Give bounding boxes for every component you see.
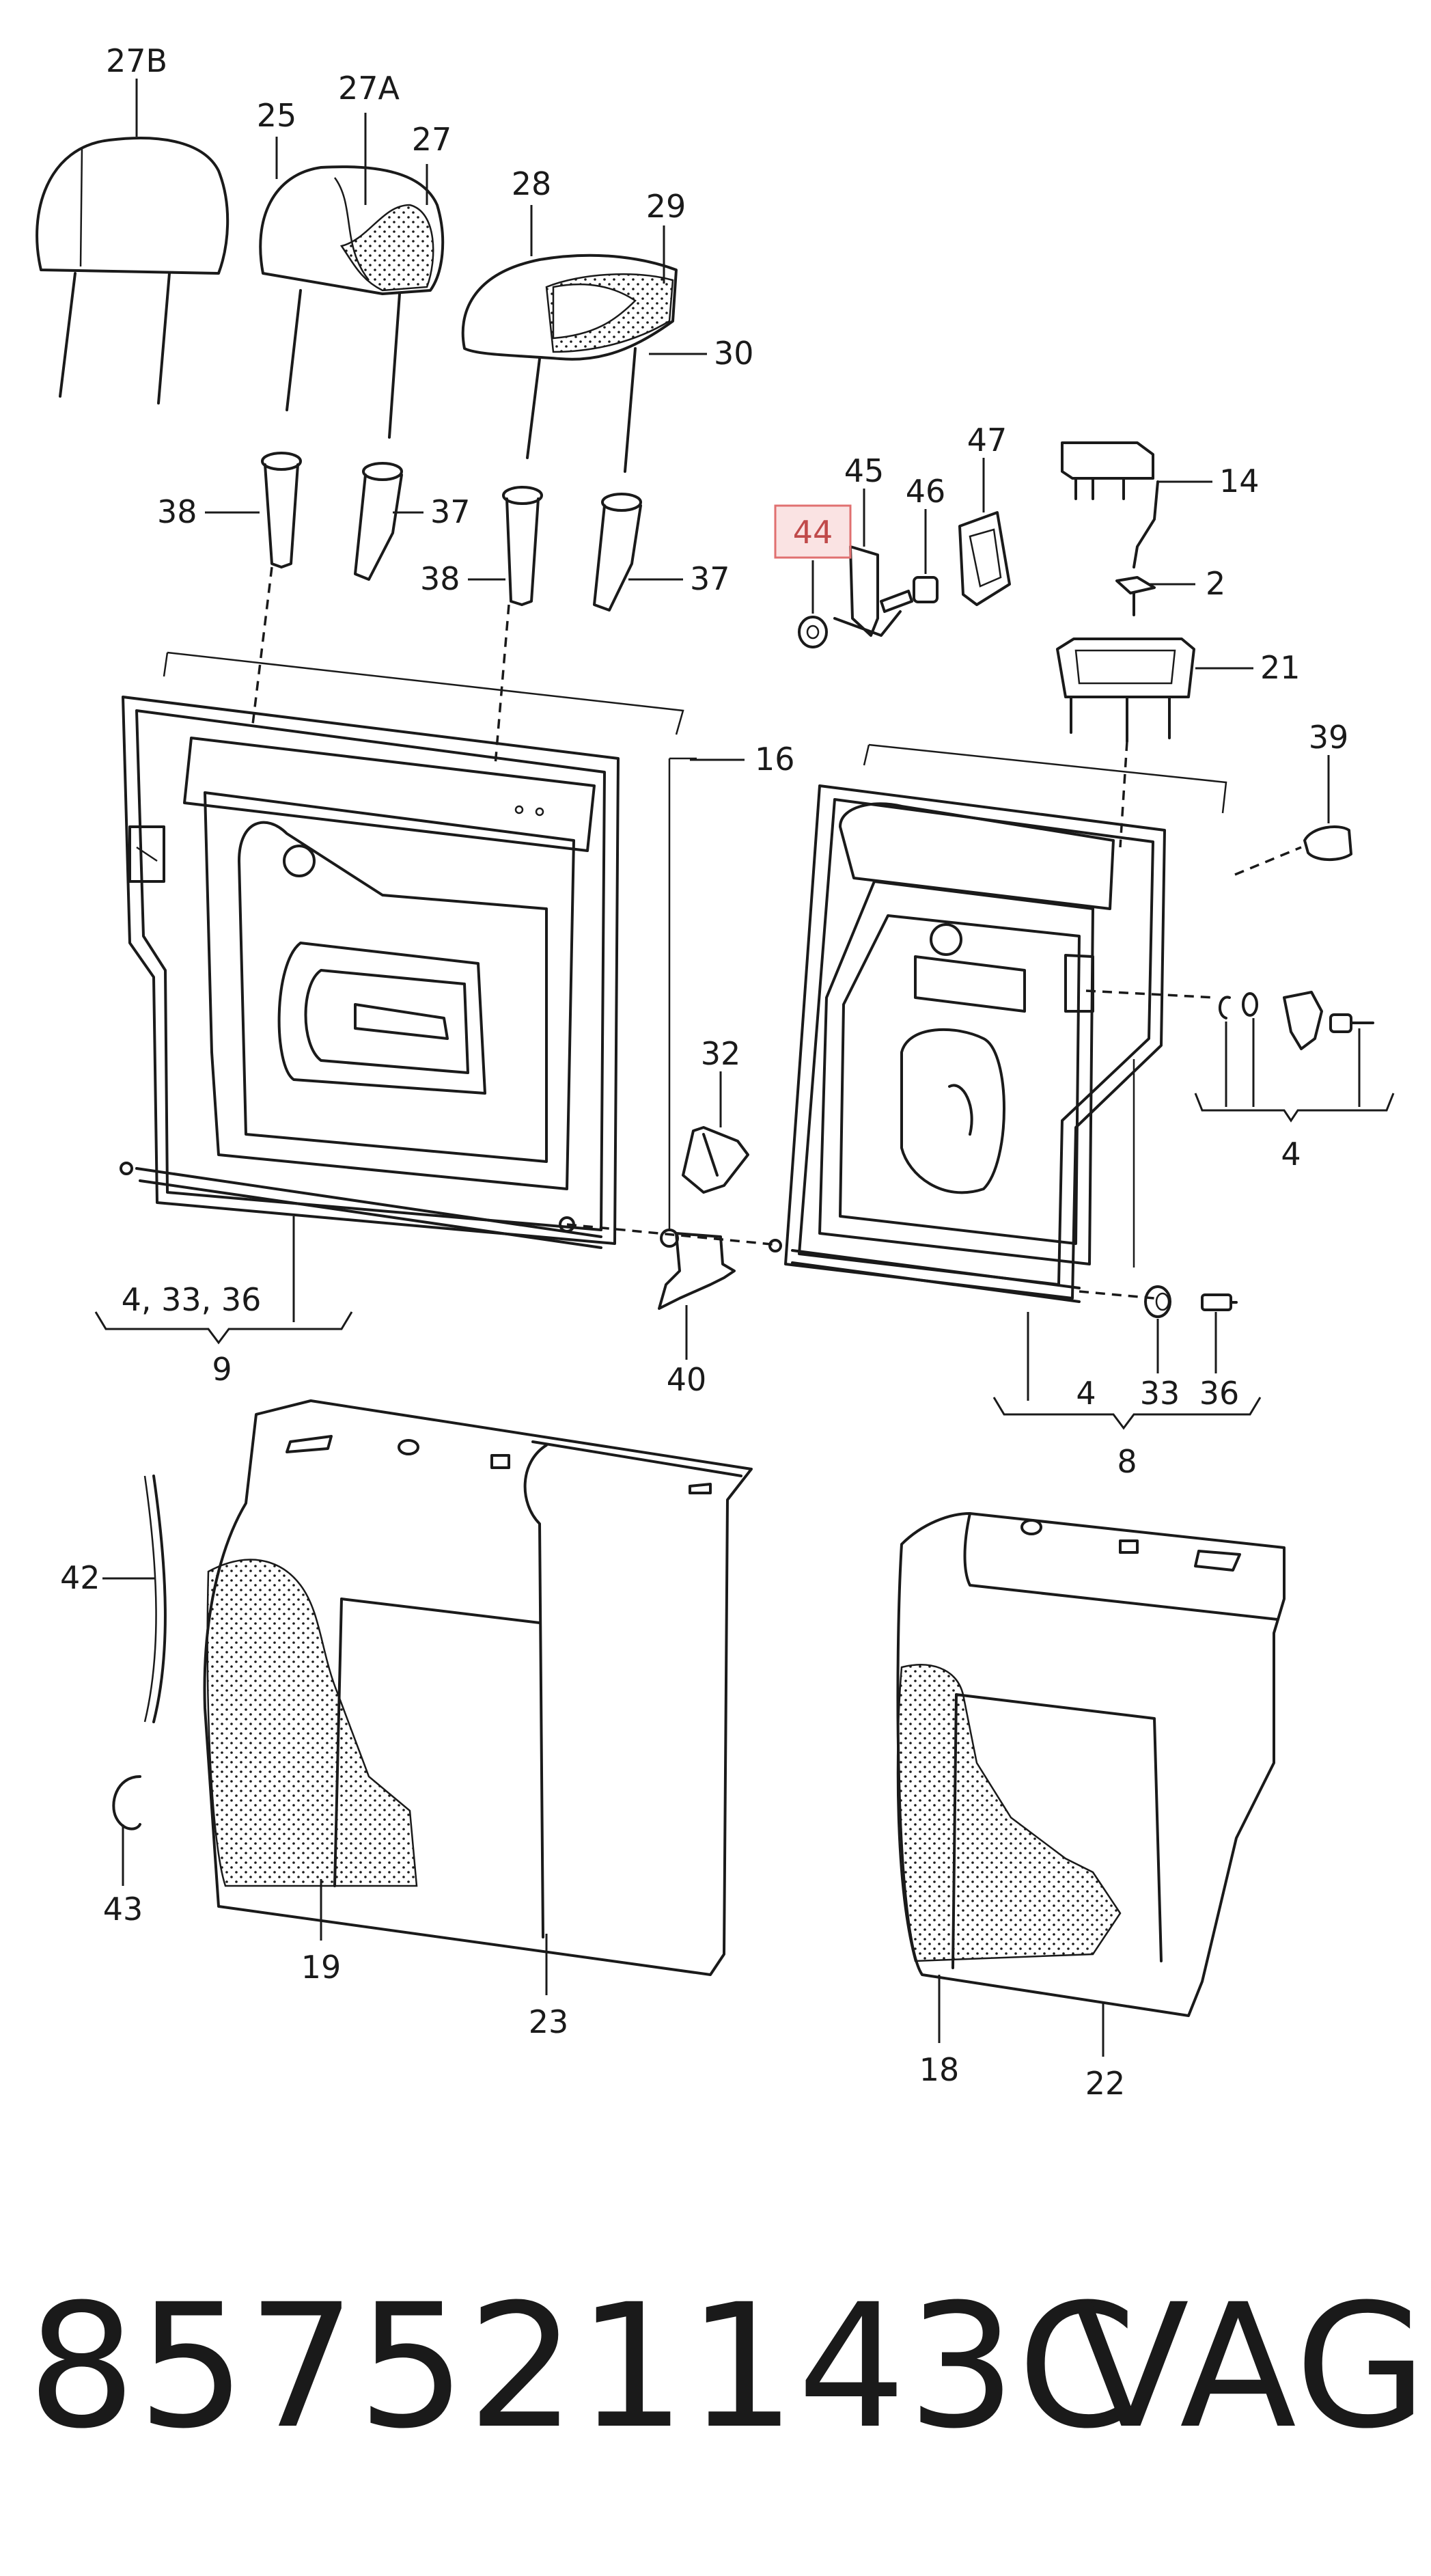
label-47: 47 <box>967 422 1008 458</box>
highlight-box-44 <box>774 504 852 559</box>
label-22: 22 <box>1085 2065 1126 2102</box>
label-44: 44 <box>793 514 833 551</box>
label-4-bottom: 4 <box>1076 1375 1096 1412</box>
label-8: 8 <box>1117 1443 1137 1480</box>
label-28: 28 <box>512 165 552 202</box>
seat-cover-left <box>203 1399 753 1976</box>
label-33: 33 <box>1140 1375 1180 1412</box>
label-27: 27 <box>412 121 452 158</box>
label-14: 14 <box>1219 463 1260 499</box>
guide-37-right <box>593 493 642 612</box>
brand-name: VAG <box>1072 2267 1428 2466</box>
label-9: 9 <box>212 1351 232 1388</box>
label-42: 42 <box>60 1559 100 1596</box>
wire-42 <box>143 1475 167 1723</box>
part-number: 857521143C <box>27 2267 1138 2466</box>
backrest-frame-left <box>120 651 697 1249</box>
label-18: 18 <box>919 2051 960 2088</box>
part-labels: 27B 25 27A 27 28 29 30 38 37 38 37 44 45… <box>60 42 1348 2102</box>
hinge-parts-4-right <box>1219 991 1374 1050</box>
label-36: 36 <box>1199 1375 1240 1412</box>
bracket-45 <box>833 545 902 637</box>
label-23: 23 <box>529 2003 569 2040</box>
label-21: 21 <box>1260 649 1301 686</box>
label-27b: 27B <box>106 42 167 79</box>
label-45: 45 <box>844 452 885 489</box>
label-43: 43 <box>103 1891 143 1928</box>
label-2: 2 <box>1206 565 1225 602</box>
headrest-28 <box>461 254 678 473</box>
label-37-right: 37 <box>690 560 730 597</box>
headrest-25 <box>259 165 445 439</box>
cap-39 <box>1303 825 1352 862</box>
pivot-pin-40 <box>658 1229 736 1310</box>
label-46: 46 <box>906 473 946 510</box>
headrest-27b <box>36 137 230 405</box>
label-40: 40 <box>667 1361 707 1398</box>
label-29: 29 <box>646 188 686 225</box>
label-38-right: 38 <box>420 560 460 597</box>
label-32: 32 <box>701 1035 741 1072</box>
release-14 <box>1061 441 1159 568</box>
label-4-right: 4 <box>1281 1136 1301 1173</box>
label-37-left: 37 <box>430 493 471 530</box>
bolt-46 <box>880 576 939 613</box>
label-19: 19 <box>301 1949 342 1986</box>
guide-37-left <box>354 462 403 581</box>
label-30: 30 <box>714 335 754 372</box>
guide-38-left <box>261 452 302 568</box>
label-39: 39 <box>1309 719 1349 756</box>
clip-43 <box>112 1775 141 1831</box>
label-38-left: 38 <box>157 493 197 530</box>
screw-36 <box>1201 1293 1238 1311</box>
label-25: 25 <box>257 97 297 134</box>
label-group-9: 4, 33, 36 <box>122 1281 262 1318</box>
label-16: 16 <box>755 741 795 778</box>
label-27a: 27A <box>338 70 400 107</box>
seat-cover-right <box>896 1512 1286 2017</box>
housing-21 <box>1056 638 1195 743</box>
clip-2 <box>1115 576 1156 616</box>
washer-44 <box>798 616 828 648</box>
cover-47 <box>958 511 1011 606</box>
bracket-32 <box>682 1126 749 1194</box>
bushing-33 <box>1144 1285 1171 1318</box>
guide-38-right <box>502 486 543 606</box>
assembly-lines <box>251 566 1302 1300</box>
backrest-frame-right <box>768 743 1227 1303</box>
leader-lines <box>94 79 1395 2057</box>
